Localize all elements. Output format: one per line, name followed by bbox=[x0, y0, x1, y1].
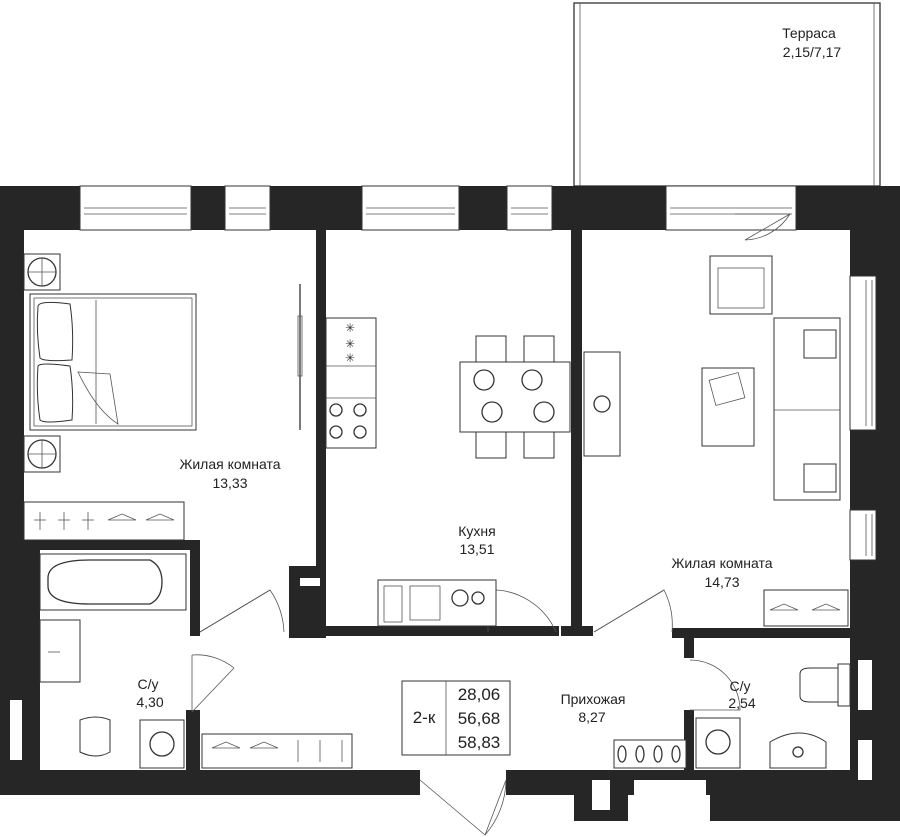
apartment-summary: 2-к 28,06 56,68 58,83 bbox=[401, 680, 511, 756]
kitchen-name: Кухня bbox=[458, 523, 495, 539]
svg-text:✳: ✳ bbox=[345, 351, 355, 365]
terrace: Терраса 2,15/7,17 bbox=[573, 2, 881, 187]
bedroom-furniture bbox=[23, 253, 303, 541]
living-area: 14,73 bbox=[704, 574, 739, 590]
bath2-area: 2,54 bbox=[728, 695, 755, 711]
living-name: Жилая комната bbox=[671, 555, 772, 571]
area-with-terrace: 58,83 bbox=[458, 733, 501, 752]
svg-text:✳: ✳ bbox=[345, 321, 355, 335]
hall-name: Прихожая bbox=[561, 691, 626, 707]
kitchen-area: 13,51 bbox=[459, 541, 494, 557]
living-furniture bbox=[701, 255, 849, 627]
hall-area: 8,27 bbox=[578, 709, 605, 725]
bath2-fixtures bbox=[695, 663, 851, 769]
area-living: 28,06 bbox=[458, 685, 501, 704]
apartment-type: 2-к bbox=[413, 708, 436, 727]
terrace-area: 2,15/7,17 bbox=[783, 44, 842, 60]
bath2-name: С/у bbox=[730, 678, 751, 694]
kitchen-furniture: ✳ ✳ ✳ bbox=[325, 317, 621, 627]
bath1-area: 4,30 bbox=[136, 694, 163, 710]
svg-text:✳: ✳ bbox=[345, 337, 355, 351]
bedroom-name: Жилая комната bbox=[179, 456, 280, 472]
windows bbox=[79, 185, 877, 561]
terrace-name: Терраса bbox=[782, 25, 836, 41]
bath1-fixtures bbox=[39, 553, 187, 769]
hall-furniture bbox=[201, 733, 687, 769]
doors bbox=[191, 213, 791, 836]
room-labels: Жилая комната 13,33 Кухня 13,51 Жилая ко… bbox=[136, 456, 772, 725]
bath1-name: С/у bbox=[138, 676, 159, 692]
bedroom-area: 13,33 bbox=[212, 475, 247, 491]
area-total: 56,68 bbox=[458, 709, 501, 728]
